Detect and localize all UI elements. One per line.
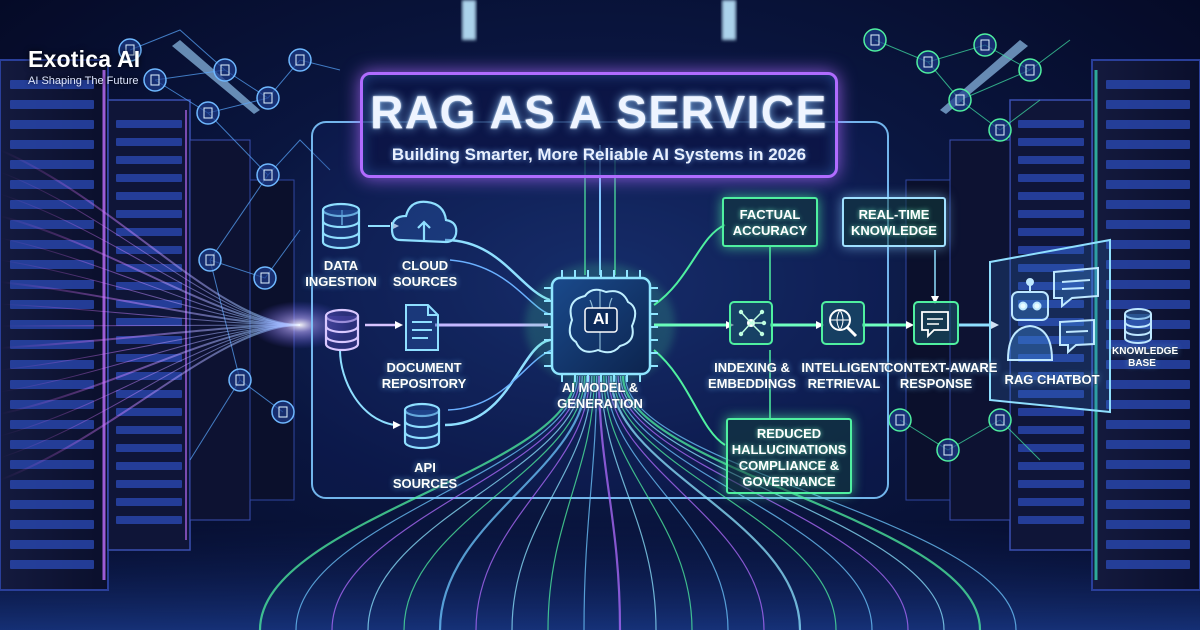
robot-icon [1006,278,1054,361]
node-label-line: RETRIEVAL [807,376,881,391]
output-light-streams [258,375,1017,630]
node-document-repository: DOCUMENT REPOSITORY [372,360,476,392]
cloud-upload-icon [390,200,458,244]
node-label-line: SOURCES [392,274,458,289]
node-label-line: INGESTION [305,274,377,289]
benefit-line: GOVERNANCE [742,474,836,489]
knowledge-base-label: KNOWLEDGE BASE [1112,346,1179,370]
node-label-line: GENERATION [557,396,643,411]
network-node [973,33,997,57]
node-label-line: DOCUMENT [386,360,462,375]
network-node [936,438,960,462]
node-label-line: DATA [323,258,359,273]
benefit-line: KNOWLEDGE [851,223,937,238]
document-icon [405,304,439,351]
chat-bubble-icon [913,301,959,345]
rag-chatbot-label: RAG CHATBOT [1004,372,1100,387]
node-api-sources: API SOURCES [380,460,470,492]
network-node [271,400,295,424]
node-label-line: SOURCES [392,476,458,491]
node-intelligent-retrieval: INTELLIGENT RETRIEVAL [798,360,890,392]
magnifier-globe-icon [821,301,865,345]
node-ai-model: AI MODEL & GENERATION [548,380,652,412]
benefit-line: HALLUCINATIONS [731,442,847,457]
chip-text: AI [593,311,609,328]
node-label-line: CONTEXT-AWARE [884,360,998,375]
database-icon [321,202,361,250]
network-nodes [118,28,1042,462]
network-node [1018,58,1042,82]
network-node [863,28,887,52]
network-node [228,368,252,392]
database-icon [324,308,360,352]
network-node [988,118,1012,142]
network-node [888,408,912,432]
page-subtitle: Building Smarter, More Reliable AI Syste… [391,145,807,164]
node-label-line: RESPONSE [899,376,973,391]
network-node [213,58,237,82]
chat-bubble-icon [1053,266,1099,355]
title-panel: RAG AS A SERVICE Building Smarter, More … [360,72,838,178]
network-node [256,86,280,110]
benefit-line: REDUCED [756,426,822,441]
node-label-line: REPOSITORY [381,376,467,391]
benefit-line: REAL-TIME [858,207,930,222]
benefit-line: COMPLIANCE & [738,458,840,473]
node-label-line: INDEXING & [714,360,790,375]
node-label-line: API [414,460,436,475]
output-screen [989,238,1111,414]
benefit-real-time-knowledge: REAL-TIME KNOWLEDGE [842,197,946,247]
node-label-line: BASE [1128,358,1156,369]
network-node-icon [729,301,773,345]
network-node [988,408,1012,432]
network-node [198,248,222,272]
network-node [253,266,277,290]
network-node [118,38,142,62]
node-label-line: EMBEDDINGS [707,376,797,391]
node-indexing-embeddings: INDEXING & EMBEDDINGS [706,360,798,392]
page-title: RAG AS A SERVICE [370,86,828,138]
database-icon [1124,308,1152,344]
network-node [143,68,167,92]
incoming-data-stream [0,149,350,481]
node-label-line: KNOWLEDGE [1112,346,1179,357]
node-context-aware-response: CONTEXT-AWARE RESPONSE [884,360,998,392]
benefit-line: FACTUAL [739,207,801,222]
node-data-ingestion: DATA INGESTION [296,258,386,290]
network-node [916,50,940,74]
brand-name: Exotica AI [28,46,141,72]
brand-tagline: AI Shaping The Future [28,75,139,87]
database-icon [403,402,441,450]
node-cloud-sources: CLOUD SOURCES [380,258,470,290]
benefit-factual-accuracy: FACTUAL ACCURACY [722,197,818,247]
brain-chip-icon [525,263,675,387]
network-node [288,48,312,72]
network-node [196,101,220,125]
brand: Exotica AI AI Shaping The Future [28,46,140,87]
node-label-line: AI MODEL & [561,380,639,395]
node-label-line: INTELLIGENT [801,360,887,375]
benefit-line: ACCURACY [732,223,808,238]
node-label-line: CLOUD [401,258,449,273]
network-node [948,88,972,112]
benefit-reduced-hallucinations: REDUCED HALLUCINATIONS COMPLIANCE & GOVE… [726,418,852,494]
network-node [256,163,280,187]
